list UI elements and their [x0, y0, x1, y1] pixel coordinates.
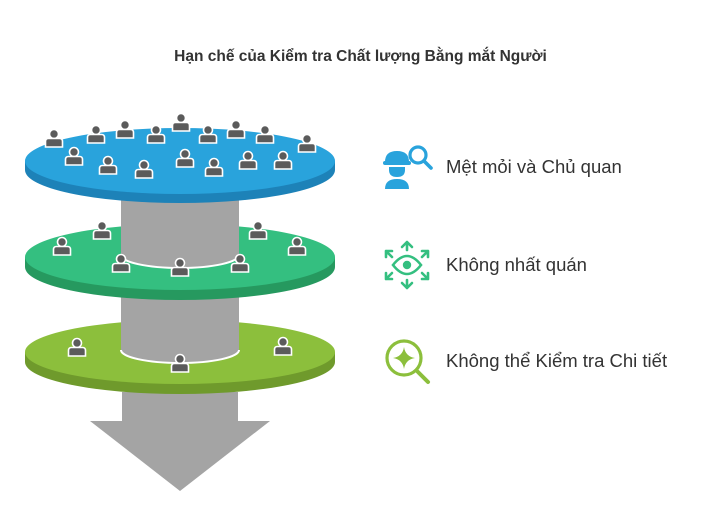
legend-item-inconsistent: Không nhất quán [380, 237, 710, 293]
sparkle-magnifier-icon [385, 339, 430, 384]
legend-label-inconsistent: Không nhất quán [446, 254, 587, 275]
eye-arrows-icon [384, 240, 430, 290]
fatigue-search-icon [383, 145, 433, 189]
legend-label-no-detail: Không thể Kiểm tra Chi tiết [446, 350, 668, 371]
legend-item-fatigue: Mệt mỏi và Chủ quan [380, 139, 710, 195]
diagram-title: Hạn chế của Kiểm tra Chất lượng Bằng mắt… [174, 48, 547, 65]
legend-item-no-detail: Không thể Kiểm tra Chi tiết [380, 333, 710, 389]
down-arrow [90, 392, 270, 491]
legend-label-fatigue: Mệt mỏi và Chủ quan [446, 156, 622, 177]
cylinder-segment-3 [120, 291, 240, 364]
cylinder-segment-2 [120, 196, 240, 269]
